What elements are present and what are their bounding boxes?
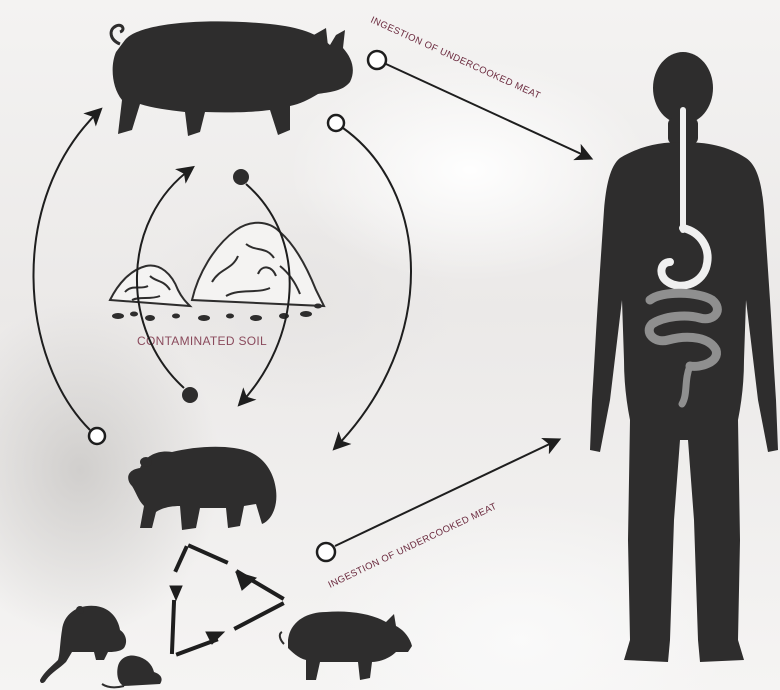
wild-boar-icon xyxy=(280,611,412,680)
ingestion-label-bottom: INGESTION OF UNDERCOOKED MEAT xyxy=(327,501,499,591)
sylvatic-cycle-triangle xyxy=(170,546,282,654)
bear-icon xyxy=(128,447,276,530)
arrow-pig-to-bear xyxy=(328,115,411,448)
arrow-wildlife-to-human xyxy=(317,440,558,561)
human-icon xyxy=(590,52,778,662)
pig-icon xyxy=(111,21,353,136)
soil-label: CONTAMINATED SOIL xyxy=(137,334,267,348)
ingestion-label-top: INGESTION OF UNDERCOOKED MEAT xyxy=(369,15,542,102)
arrow-bear-to-pig xyxy=(33,110,105,444)
rodents-icon xyxy=(40,606,162,688)
